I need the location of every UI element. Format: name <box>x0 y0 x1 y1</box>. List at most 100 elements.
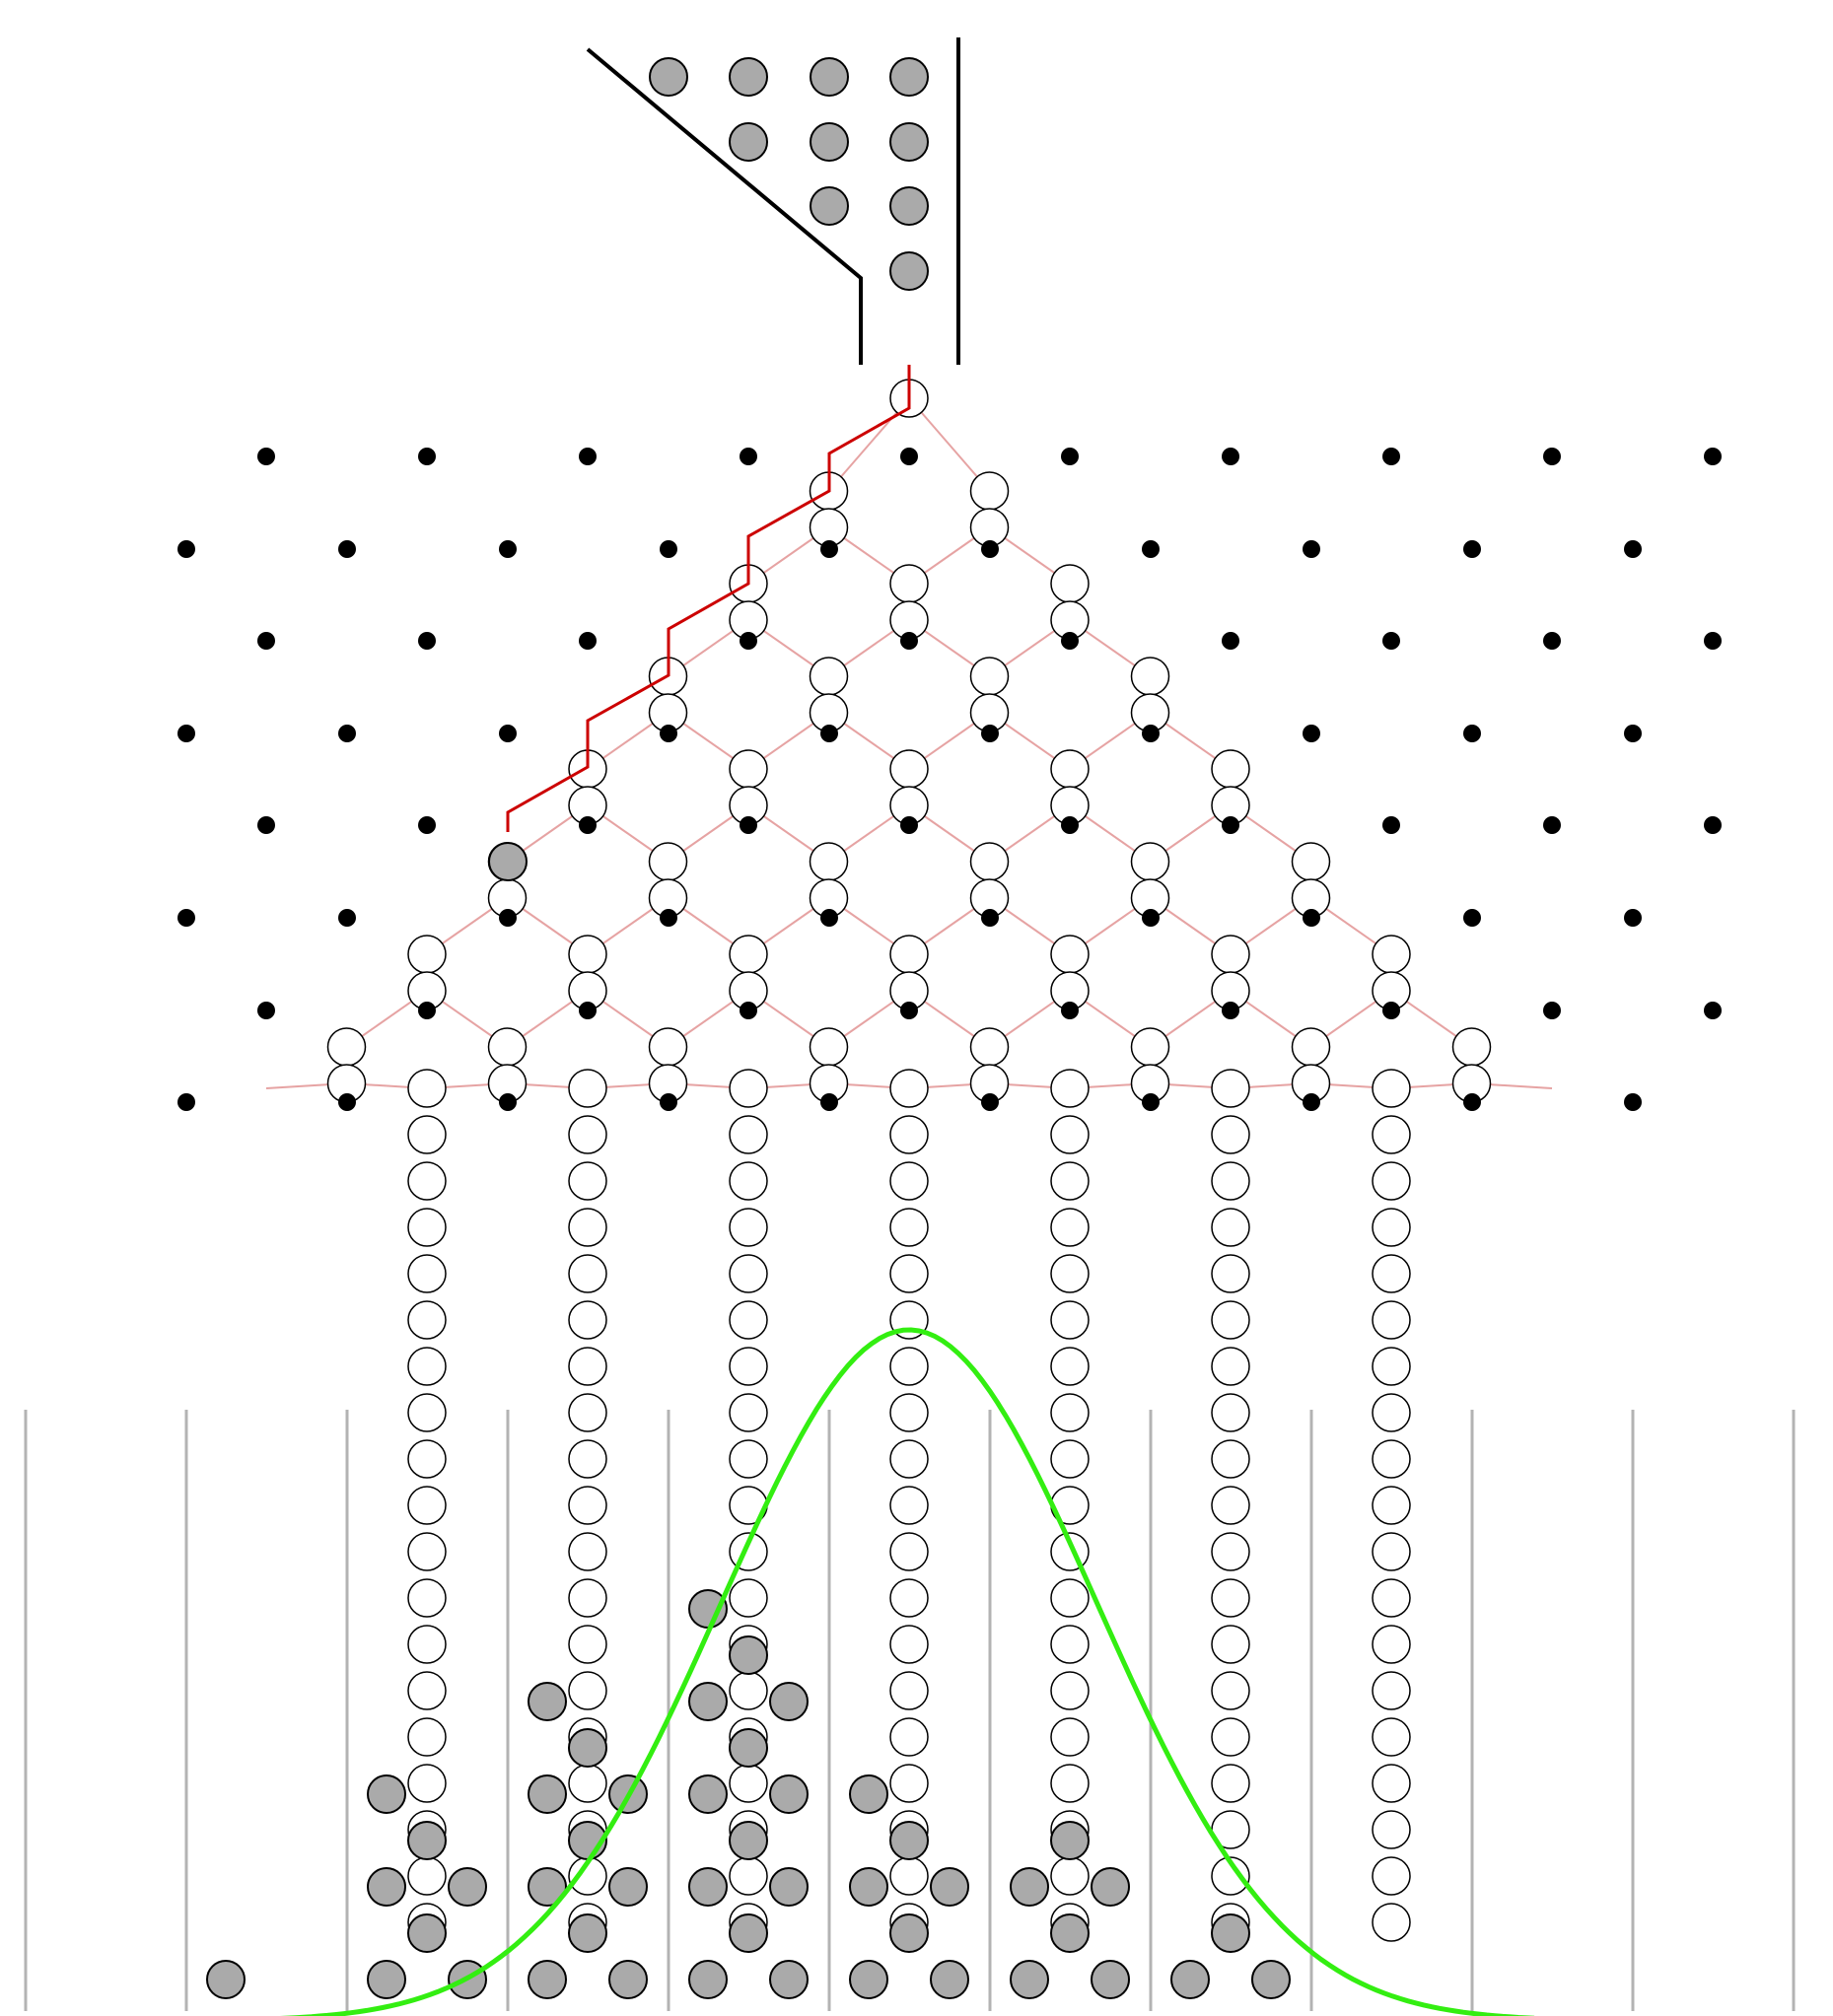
collected-ball <box>1091 1867 1130 1907</box>
ghost-ball <box>568 1115 607 1154</box>
peg <box>257 448 275 465</box>
ghost-ball <box>729 1115 768 1154</box>
ghost-ball <box>568 1254 607 1293</box>
ghost-ball <box>407 1069 447 1108</box>
ghost-ball <box>326 1027 367 1067</box>
peg <box>338 909 356 927</box>
peg <box>579 816 597 834</box>
peg <box>338 725 356 742</box>
ghost-ball <box>1050 1208 1090 1247</box>
collected-ball <box>729 1821 768 1860</box>
ghost-ball <box>1211 1300 1250 1340</box>
peg <box>1142 540 1160 558</box>
collected-ball <box>769 1867 809 1907</box>
hopper-ball <box>729 57 768 97</box>
ghost-ball <box>729 749 768 789</box>
hopper-ball <box>889 186 929 226</box>
hopper <box>586 37 960 365</box>
peg <box>579 632 597 650</box>
peg <box>1704 632 1722 650</box>
collected-ball <box>568 1913 607 1953</box>
ghost-ball <box>407 1532 447 1571</box>
ghost-ball <box>889 1115 929 1154</box>
ghost-ball <box>1372 1254 1411 1293</box>
collected-ball <box>1211 1913 1250 1953</box>
peg <box>1463 909 1481 927</box>
peg <box>1061 1002 1079 1019</box>
ghost-ball <box>889 1578 929 1618</box>
ghost-ball <box>1372 1347 1411 1386</box>
ghost-ball <box>889 1347 929 1386</box>
peg <box>981 909 999 927</box>
collected-balls <box>206 1589 1291 1999</box>
peg <box>900 1002 918 1019</box>
ghost-ball <box>729 1856 768 1896</box>
peg <box>1222 448 1239 465</box>
ghost-ball <box>889 1069 929 1108</box>
peg <box>1303 1093 1320 1111</box>
ghost-ball <box>407 935 447 974</box>
ghost-ball <box>1372 1856 1411 1896</box>
ghost-ball <box>1211 1393 1250 1432</box>
ghost-ball <box>568 1208 607 1247</box>
ghost-ball <box>1211 1208 1250 1247</box>
peg <box>820 725 838 742</box>
ghost-ball <box>1211 1069 1250 1108</box>
peg <box>1624 725 1642 742</box>
hopper-ball <box>889 57 929 97</box>
ghost-ball <box>1211 1856 1250 1896</box>
collected-ball <box>1170 1960 1210 1999</box>
highlighted-ball-path <box>488 365 911 881</box>
ghost-ball <box>1211 1717 1250 1757</box>
ghost-ball <box>1211 1578 1250 1618</box>
hopper-ball <box>810 57 849 97</box>
peg <box>1061 816 1079 834</box>
peg <box>660 909 677 927</box>
ghost-ball <box>889 1532 929 1571</box>
peg <box>177 725 195 742</box>
peg <box>499 540 517 558</box>
ghost-ball <box>729 1671 768 1710</box>
peg <box>660 725 677 742</box>
ghost-ball <box>1372 1810 1411 1849</box>
ghost-ball <box>568 1578 607 1618</box>
ghost-ball <box>1050 1161 1090 1201</box>
collected-ball <box>608 1960 648 1999</box>
ghost-ball <box>1211 1532 1250 1571</box>
ghost-ball <box>729 1254 768 1293</box>
ghost-ball <box>1372 935 1411 974</box>
ghost-ball <box>969 842 1010 881</box>
ghost-ball <box>1211 1161 1250 1201</box>
ghost-ball <box>1211 1347 1250 1386</box>
peg <box>1303 909 1320 927</box>
ghost-ball <box>568 1625 607 1664</box>
ghost-ball <box>729 1347 768 1386</box>
ghost-ball <box>729 1578 768 1618</box>
peg <box>1142 1093 1160 1111</box>
collected-ball <box>688 1867 728 1907</box>
ghost-ball <box>1372 1161 1411 1201</box>
path-segment <box>908 397 991 492</box>
ghost-ball <box>1050 1393 1090 1432</box>
collected-ball <box>1251 1960 1291 1999</box>
collected-ball <box>367 1960 406 1999</box>
peg <box>499 725 517 742</box>
peg <box>1543 1002 1561 1019</box>
falling-ball <box>488 842 528 881</box>
peg <box>1303 725 1320 742</box>
ghost-ball <box>568 1439 607 1479</box>
peg <box>338 1093 356 1111</box>
collected-ball <box>407 1913 447 1953</box>
collected-ball <box>1050 1913 1090 1953</box>
collected-ball <box>729 1635 768 1675</box>
collected-ball <box>849 1960 888 1999</box>
peg <box>1543 448 1561 465</box>
ghost-ball <box>809 1027 849 1067</box>
collected-ball <box>688 1682 728 1721</box>
ghost-ball <box>1211 749 1250 789</box>
ghost-ball <box>407 1115 447 1154</box>
collected-ball <box>407 1821 447 1860</box>
ghost-ball <box>1372 1208 1411 1247</box>
ghost-ball <box>1372 1300 1411 1340</box>
